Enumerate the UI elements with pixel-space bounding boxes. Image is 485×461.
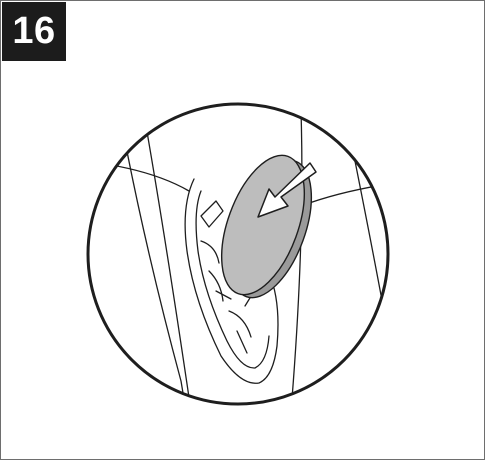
step-number-badge: 16 bbox=[2, 2, 66, 61]
